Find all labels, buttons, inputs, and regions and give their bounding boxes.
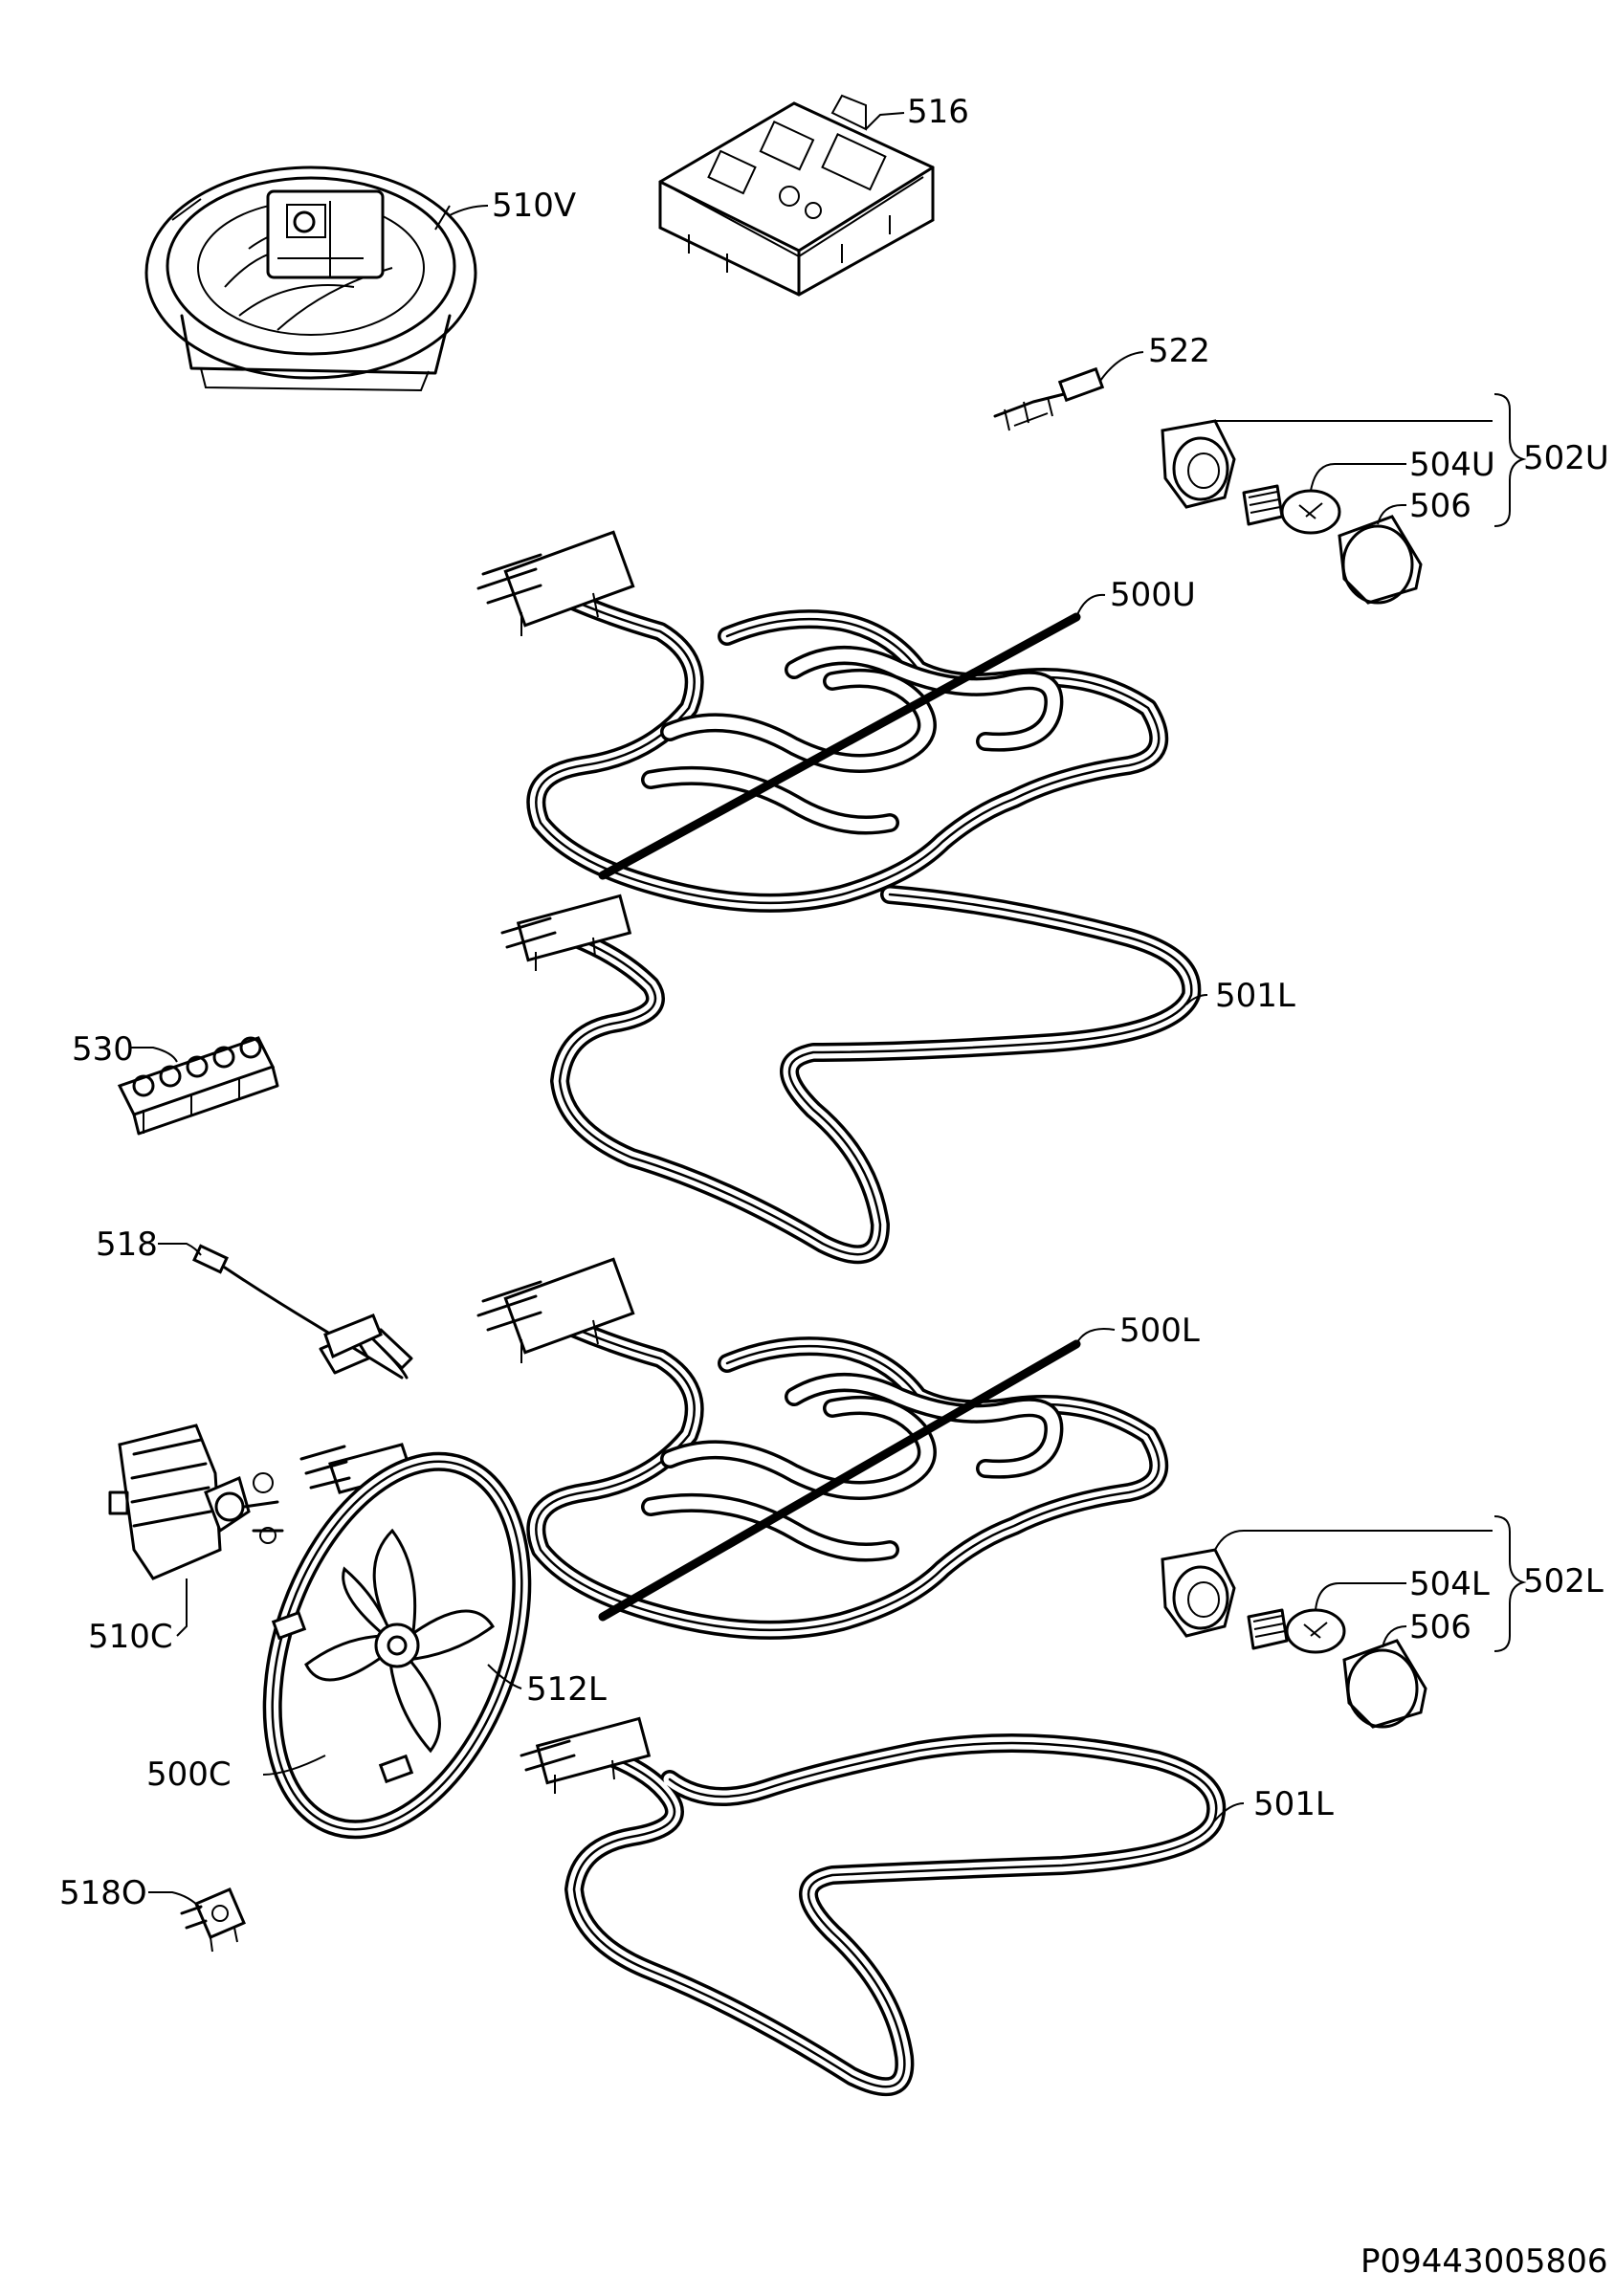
label-510c: 510C [88,1618,173,1656]
part-500l-grill-element [476,1257,1169,1640]
part-530-terminal-block [117,1036,279,1136]
part-502l-lamp-holder [1161,1548,1236,1638]
label-518: 518 [96,1225,158,1264]
label-512l: 512L [526,1670,607,1709]
leader-504l-line [1315,1582,1406,1611]
label-530: 530 [72,1030,134,1069]
brace-502l [1493,1515,1527,1652]
label-510v: 510V [492,187,576,225]
part-518o-thermal-cutout [180,1888,246,1953]
leader-518o [148,1891,202,1910]
part-522-connector [993,366,1105,431]
label-504l: 504L [1409,1565,1490,1603]
leader-500u [1075,593,1106,618]
part-504u-lamp-bulb [1242,484,1341,535]
label-522: 522 [1148,332,1210,370]
label-518o: 518O [59,1874,147,1912]
leader-512l [487,1664,522,1689]
part-518-temperature-sensor [192,1244,413,1380]
label-504u: 504U [1409,446,1495,484]
part-500c-circular-element [262,1443,532,1840]
leader-506a-line [1377,504,1406,525]
leader-516 [865,112,905,130]
label-502l: 502L [1523,1562,1604,1601]
part-510v-fan-assembly [144,166,477,392]
label-516: 516 [907,93,969,131]
label-506b: 506 [1409,1608,1471,1646]
leader-530 [129,1047,178,1063]
leader-522 [1099,351,1144,382]
label-506a: 506 [1409,487,1471,525]
part-506-lamp-cover-lower [1342,1639,1427,1729]
leader-501la [1185,994,1208,1005]
part-506-lamp-cover-upper [1338,515,1423,605]
part-504l-lamp-bulb [1247,1608,1346,1654]
part-502u-lamp-holder [1161,419,1236,509]
part-500u-grill-element [476,530,1169,913]
part-510c-fan-motor [108,1424,284,1580]
part-512l-fan-blade [304,1528,496,1754]
part-516-control-board [658,94,935,297]
label-501lb: 501L [1253,1785,1334,1823]
label-502u: 502U [1523,439,1609,477]
leader-504u-line [1310,463,1406,492]
leader-506b-line [1382,1625,1407,1648]
label-500c: 500C [146,1755,232,1794]
label-500l: 500L [1119,1312,1200,1350]
leader-500l [1075,1328,1116,1345]
leader-518 [158,1243,202,1256]
leader-500c [262,1755,326,1776]
part-501l-bottom-element-upper [500,885,1202,1265]
brace-502u [1493,393,1527,527]
leader-510v [449,205,489,216]
leader-510c [176,1578,188,1637]
label-501la: 501L [1215,977,1295,1015]
drawing-code: P09443005806 [1361,2242,1607,2281]
label-500u: 500U [1110,576,1196,614]
leader-501lb [1212,1802,1245,1823]
leader-502l-line [1214,1530,1493,1551]
part-501l-bottom-element-lower [520,1716,1227,2097]
